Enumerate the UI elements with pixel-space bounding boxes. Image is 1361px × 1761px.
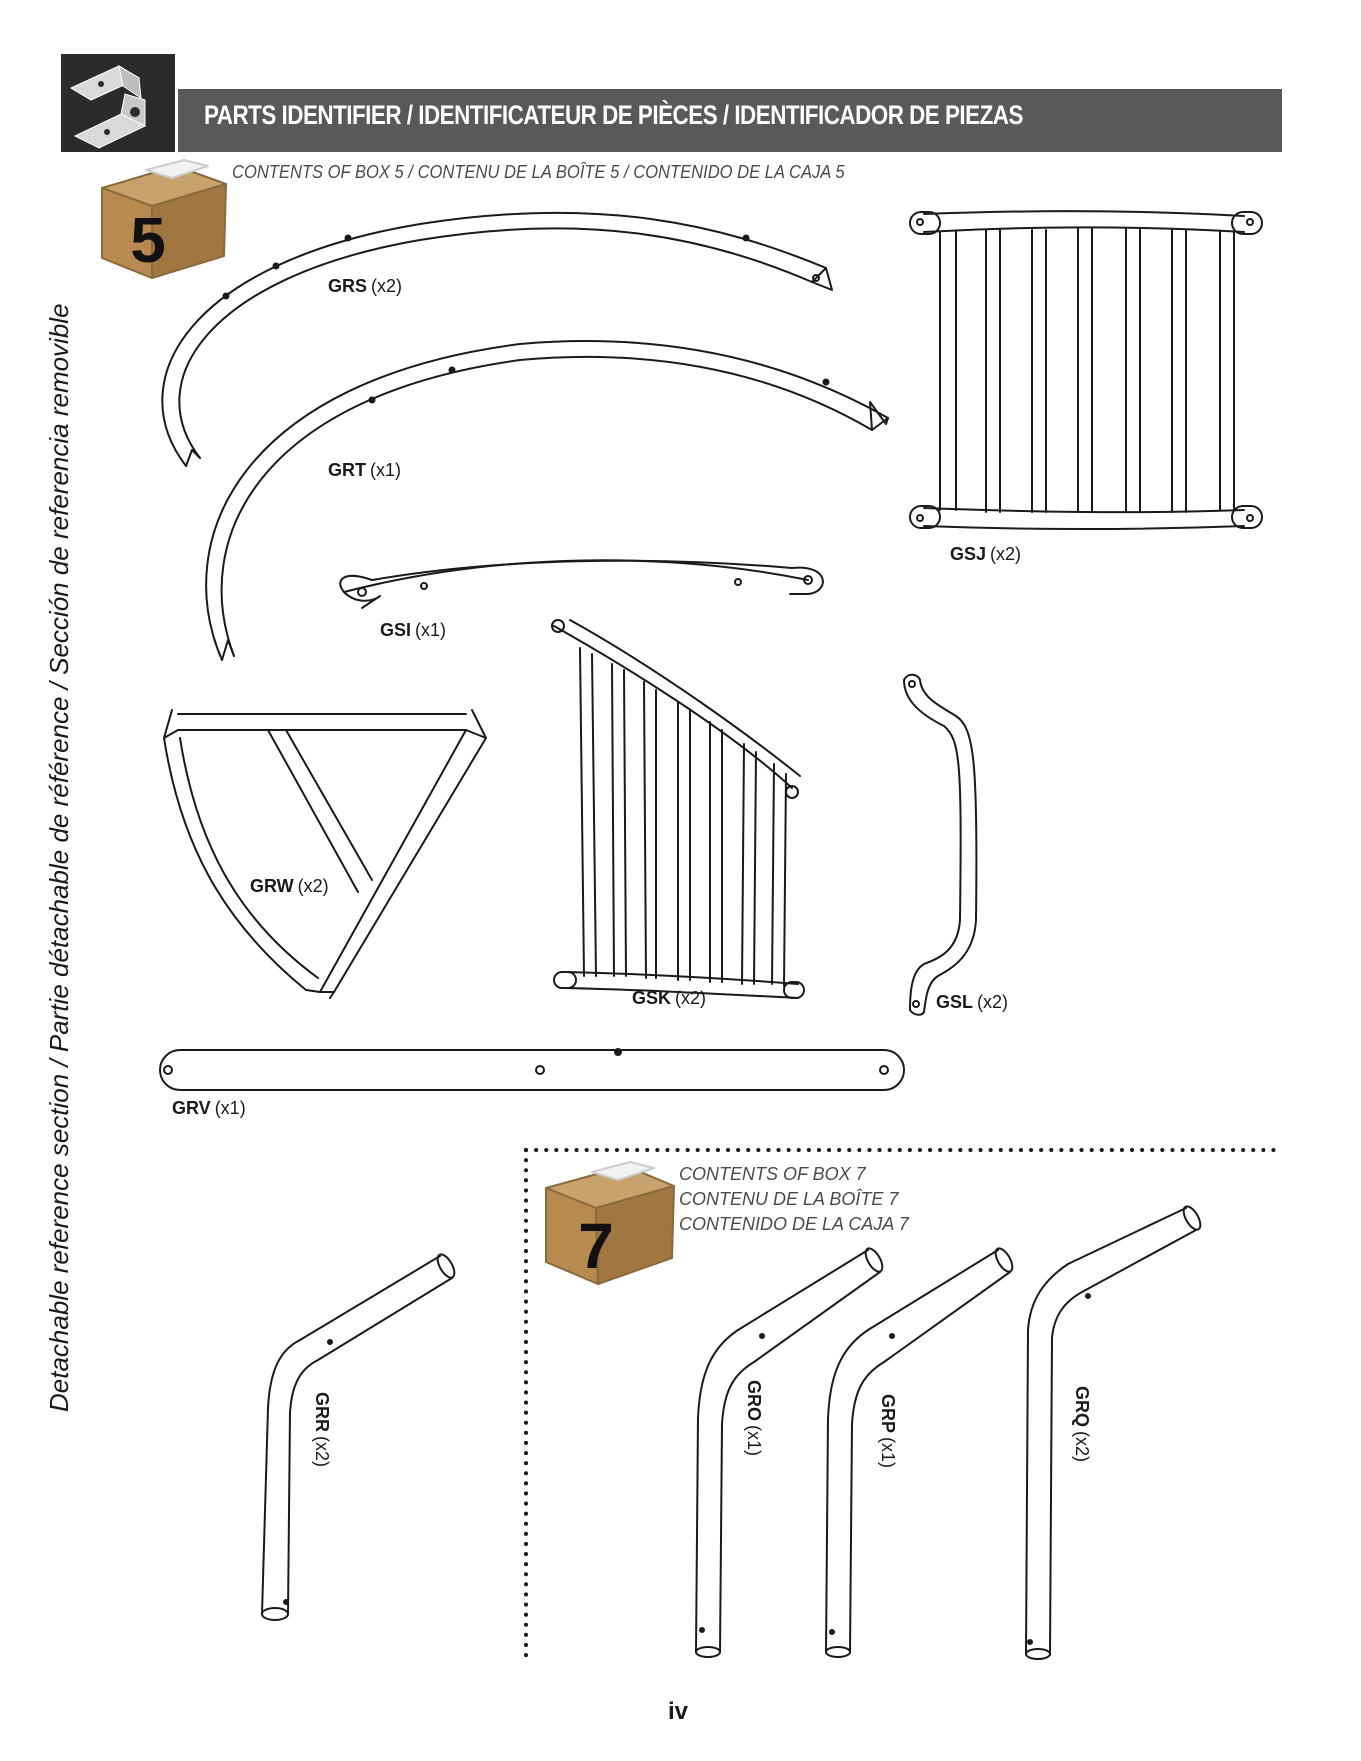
part-label-grs: GRS(x2) [328,276,402,297]
part-grs-arc [161,211,833,467]
part-grt-arc [205,340,889,661]
box7-contents-label-es: CONTENIDO DE LA CAJA 7 [679,1214,909,1234]
part-grw-frame [163,709,487,999]
part-label-gro: GRO (x1) [743,1380,764,1456]
part-label-grw: GRW(x2) [250,876,329,897]
box-5-number: 5 [130,204,166,276]
part-qty: (x2) [297,876,329,896]
header-icon-box [61,54,175,152]
part-code: GSJ [950,544,987,564]
bracket-icon [69,64,147,149]
part-qty: (x2) [312,1436,332,1467]
box-5-illustration: 5 [101,159,227,279]
part-code: GRR [312,1392,332,1432]
part-gsk-panel [551,619,805,999]
part-label-grp: GRP (x1) [877,1394,898,1468]
part-qty: (x1) [370,460,401,480]
part-grp-tube [825,1247,1014,1658]
part-label-grv: GRV(x1) [172,1098,246,1119]
part-code: GSI [380,620,412,640]
part-label-gsj: GSJ(x2) [950,544,1021,565]
part-label-grt: GRT(x1) [328,460,401,481]
part-label-grr: GRR (x2) [311,1392,332,1467]
box7-dotted-border [524,1148,1278,1664]
part-code: GRW [250,876,294,896]
part-code: GSL [936,992,974,1012]
box-7-number: 7 [578,1210,614,1282]
part-qty: (x2) [990,544,1022,564]
part-code: GRP [878,1394,898,1434]
box7-contents-label-en: CONTENTS OF BOX 7 [679,1164,866,1184]
part-code: GRV [172,1098,211,1118]
part-qty: (x2) [977,992,1009,1012]
part-qty: (x2) [675,988,707,1008]
part-label-gsk: GSK(x2) [632,988,706,1009]
part-qty: (x1) [878,1437,898,1469]
box-7-illustration: 7 [545,1161,675,1285]
part-qty: (x1) [214,1098,246,1118]
part-gsj-slats [939,227,1235,513]
part-code: GRQ [1072,1386,1092,1428]
box5-contents-label: CONTENTS OF BOX 5 / CONTENU DE LA BOÎTE … [232,162,845,182]
part-grr-tube [261,1253,456,1621]
part-grv-bar [159,1048,905,1091]
part-code: GSK [632,988,672,1008]
page-number: iv [668,1698,689,1725]
part-qty: (x1) [415,620,447,640]
part-qty: (x2) [1072,1431,1092,1463]
page-title: PARTS IDENTIFIER / IDENTIFICATEUR DE PIÈ… [204,100,1023,130]
part-label-gsl: GSL(x2) [936,992,1008,1013]
part-code: GRT [328,460,366,480]
header-bar: PARTS IDENTIFIER / IDENTIFICATEUR DE PIÈ… [178,89,1282,152]
part-label-gsi: GSI(x1) [380,620,446,641]
part-grq-tube [1025,1205,1202,1660]
box7-contents-label-fr: CONTENU DE LA BOÎTE 7 [679,1189,899,1209]
part-gsl-handle [903,673,978,1016]
part-gsj-panel [909,210,1263,530]
part-qty: (x1) [744,1425,764,1457]
part-gsi-bar [339,559,824,609]
part-code: GRO [744,1380,764,1422]
part-code: GRS [328,276,368,296]
part-qty: (x2) [371,276,403,296]
part-gro-tube [695,1247,884,1658]
part-label-grq: GRQ (x2) [1071,1386,1092,1462]
